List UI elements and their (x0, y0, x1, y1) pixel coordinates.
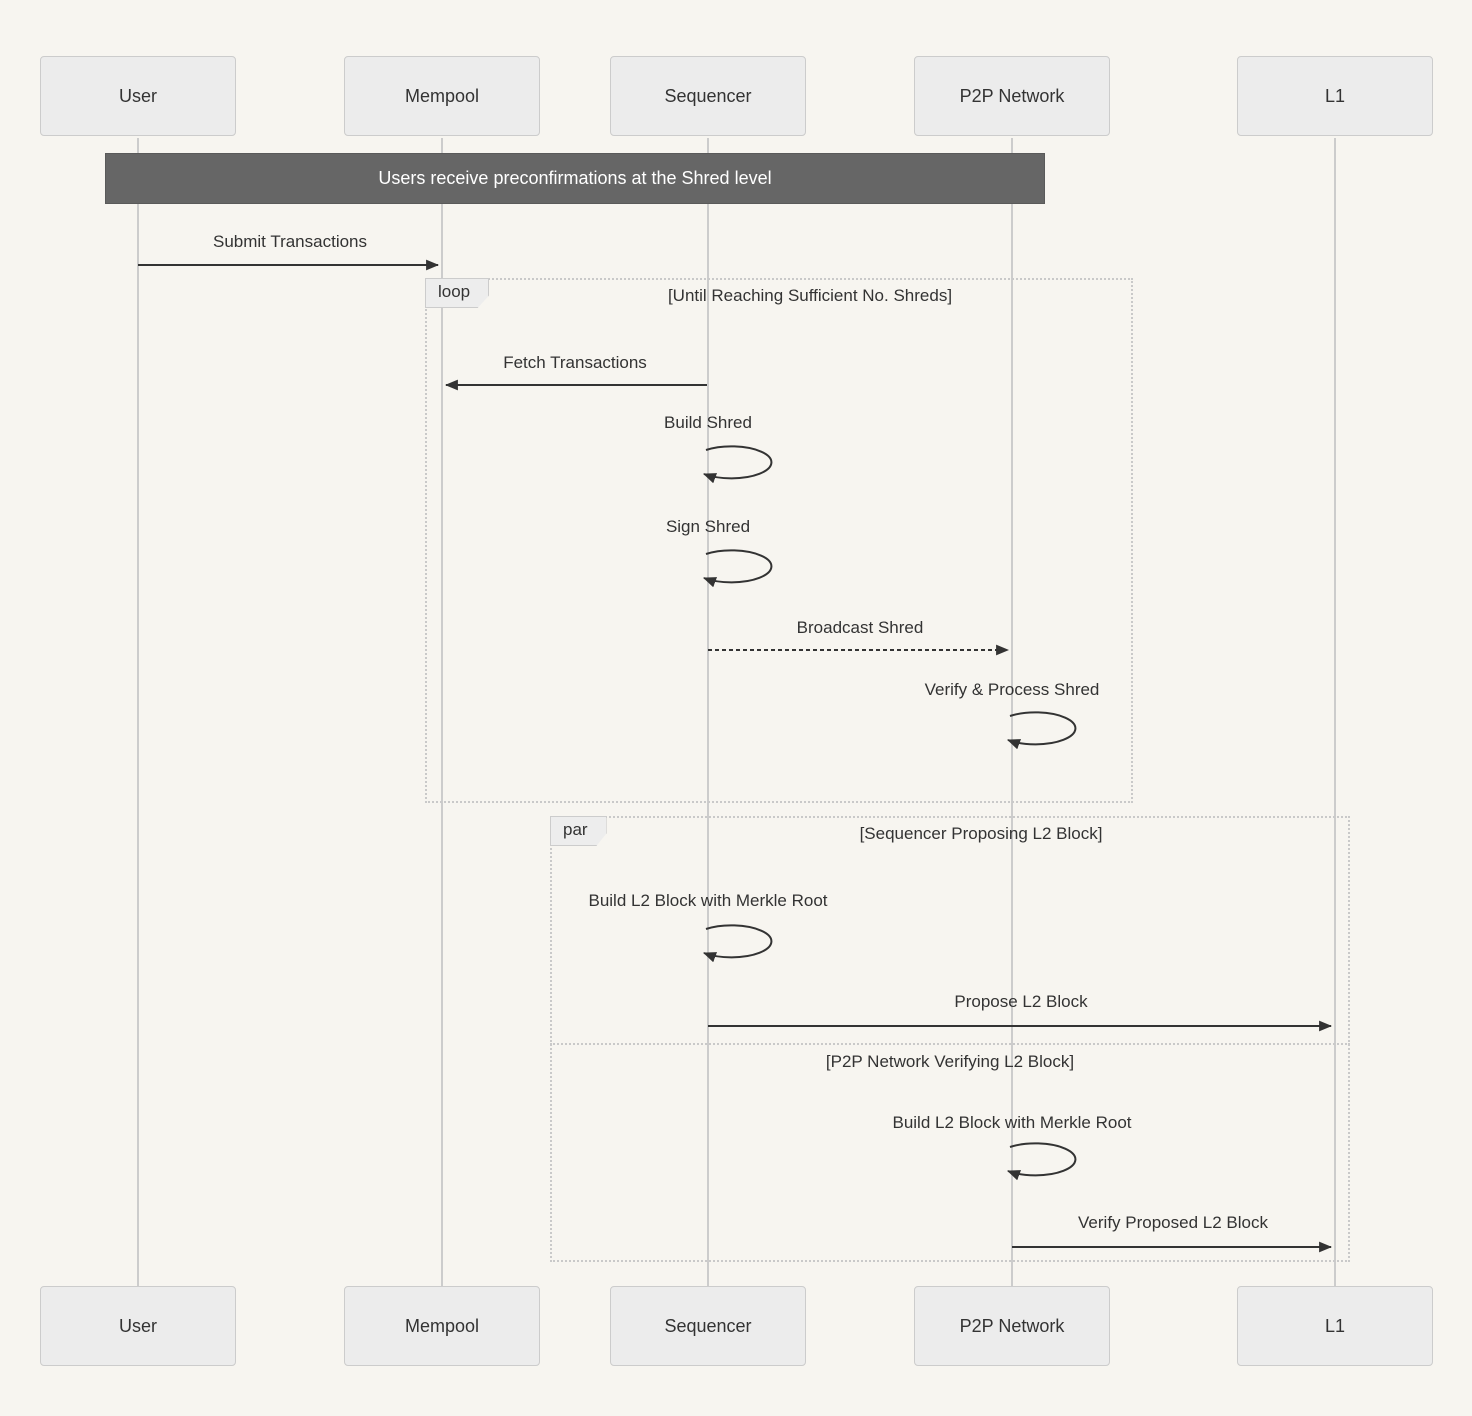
note-banner: Users receive preconfirmations at the Sh… (105, 153, 1045, 204)
message-label-build-shred: Build Shred (664, 413, 752, 432)
lifeline-p2p-network (1011, 138, 1013, 1286)
actor-sequencer-top: Sequencer (610, 56, 806, 136)
actor-user-top: User (40, 56, 236, 136)
lifeline-user (137, 138, 139, 1286)
par-frame (550, 816, 1350, 1262)
self-loop-sign-shred (702, 549, 773, 588)
actor-mempool-bottom: Mempool (344, 1286, 540, 1366)
lifeline-sequencer (707, 138, 709, 1286)
actor-p2p-top: P2P Network (914, 56, 1110, 136)
message-label-propose-l2-block: Propose L2 Block (954, 992, 1088, 1011)
self-loop-build-l2-sequencer (702, 924, 773, 963)
actor-user-bottom: User (40, 1286, 236, 1366)
lifeline-mempool (441, 138, 443, 1286)
actor-mempool-top: Mempool (344, 56, 540, 136)
message-label-build-l2-sequencer: Build L2 Block with Merkle Root (588, 891, 828, 910)
loop-frame (425, 278, 1133, 803)
actor-l1-bottom: L1 (1237, 1286, 1433, 1366)
message-label-build-l2-p2p: Build L2 Block with Merkle Root (892, 1113, 1132, 1132)
self-loop-verify-process-shred (1006, 711, 1077, 750)
actor-l1-top: L1 (1237, 56, 1433, 136)
self-loop-build-shred (702, 445, 773, 484)
self-loop-build-l2-p2p (1006, 1142, 1077, 1181)
message-label-verify-process-shred: Verify & Process Shred (924, 680, 1100, 699)
message-label-verify-proposed-l2-block: Verify Proposed L2 Block (1078, 1213, 1268, 1232)
par-frame-title: [Sequencer Proposing L2 Block] (859, 824, 1103, 843)
actor-sequencer-bottom: Sequencer (610, 1286, 806, 1366)
message-label-submit-transactions: Submit Transactions (212, 232, 368, 251)
actor-p2p-bottom: P2P Network (914, 1286, 1110, 1366)
par-section-divider (550, 1043, 1350, 1045)
par-divider-title: [P2P Network Verifying L2 Block] (825, 1052, 1075, 1071)
message-label-fetch-transactions: Fetch Transactions (503, 353, 647, 372)
message-label-sign-shred: Sign Shred (665, 517, 751, 536)
loop-frame-title: [Until Reaching Sufficient No. Shreds] (667, 286, 953, 305)
lifeline-l1 (1334, 138, 1336, 1286)
par-frame-tab: par (550, 816, 607, 846)
message-label-broadcast-shred: Broadcast Shred (796, 618, 924, 637)
loop-frame-tab: loop (425, 278, 490, 308)
